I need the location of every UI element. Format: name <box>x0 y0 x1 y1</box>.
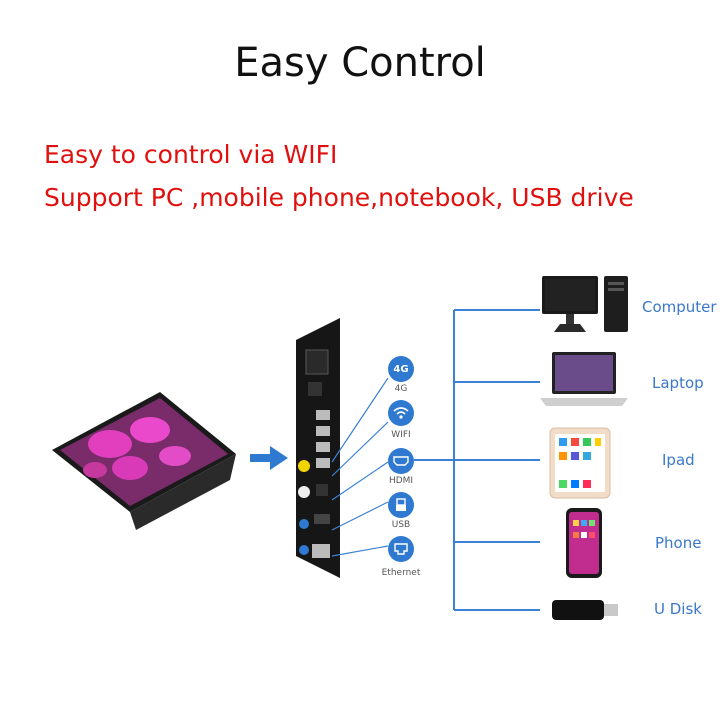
arrow-right-icon <box>250 446 288 470</box>
port-label-usb: USB <box>391 520 411 530</box>
usb-icon <box>388 492 414 518</box>
page-title: Easy Control <box>234 40 486 86</box>
wifi-icon <box>388 400 414 426</box>
feature-support: Support PC ,mobile phone,notebook, USB d… <box>44 183 634 212</box>
port-connectors <box>331 377 389 557</box>
port-label-ethernet: Ethernet <box>381 568 421 578</box>
4g-icon: 4G <box>388 356 414 382</box>
port-label-wifi: WIFI <box>391 430 411 440</box>
feature-wifi: Easy to control via WIFI <box>44 140 338 169</box>
ipad-icon <box>549 427 611 499</box>
device-label-udisk: U Disk <box>654 600 702 618</box>
controller-box <box>296 318 340 578</box>
device-label-phone: Phone <box>655 534 702 552</box>
hdmi-icon <box>388 448 414 474</box>
device-tree-lines <box>414 309 540 611</box>
usb-disk-icon <box>552 600 618 620</box>
port-label-hdmi: HDMI <box>388 476 414 486</box>
led-screen-image <box>52 392 236 530</box>
device-label-laptop: Laptop <box>652 374 704 392</box>
computer-icon <box>542 276 628 332</box>
laptop-icon <box>540 352 628 406</box>
port-label-4g: 4G <box>394 384 408 394</box>
ethernet-icon <box>388 536 414 562</box>
device-label-computer: Computer <box>642 298 717 316</box>
device-label-ipad: Ipad <box>662 451 695 469</box>
phone-icon <box>566 508 602 578</box>
